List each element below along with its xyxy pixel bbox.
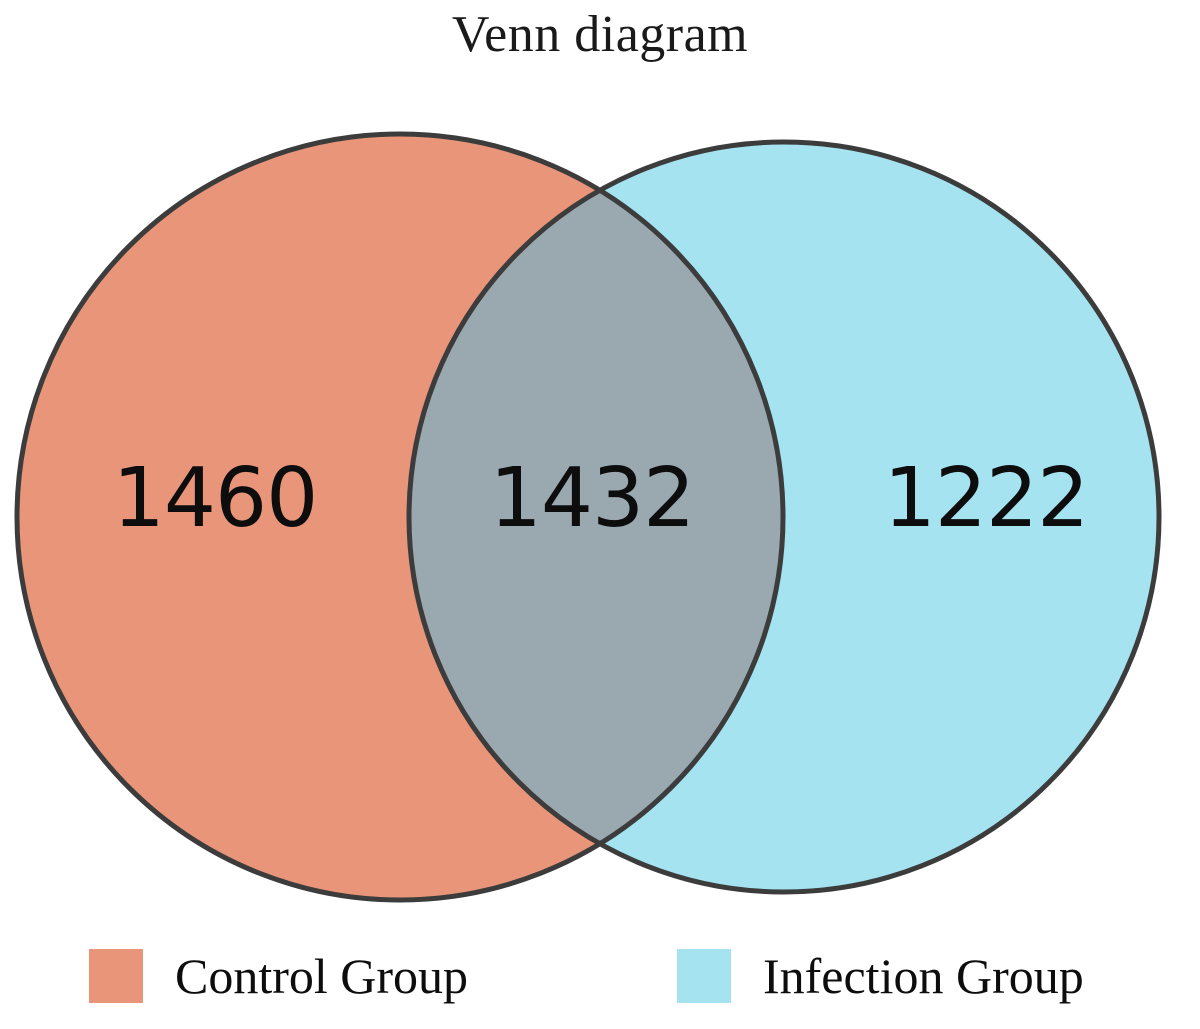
legend-item-control-group[interactable]: Control Group <box>89 938 468 1014</box>
venn-count-infection-only: 1222 <box>883 451 1090 546</box>
venn-circle-control-outline <box>14 131 786 903</box>
legend-label-infection-group: Infection Group <box>763 948 1084 1004</box>
venn-circle-infection-outline <box>406 139 1162 895</box>
page-title: Venn diagram <box>451 6 749 63</box>
venn-count-intersection: 1432 <box>489 451 696 546</box>
legend-swatch-control-group <box>89 949 143 1003</box>
venn-intersection-region[interactable] <box>409 142 1159 892</box>
legend-label-control-group: Control Group <box>175 948 469 1004</box>
legend-item-infection-group[interactable]: Infection Group <box>677 938 1084 1014</box>
legend-swatch-infection-group <box>677 949 731 1003</box>
venn-count-control-only: 1460 <box>112 451 319 546</box>
legend: Control Group Infection Group <box>0 938 1200 1018</box>
